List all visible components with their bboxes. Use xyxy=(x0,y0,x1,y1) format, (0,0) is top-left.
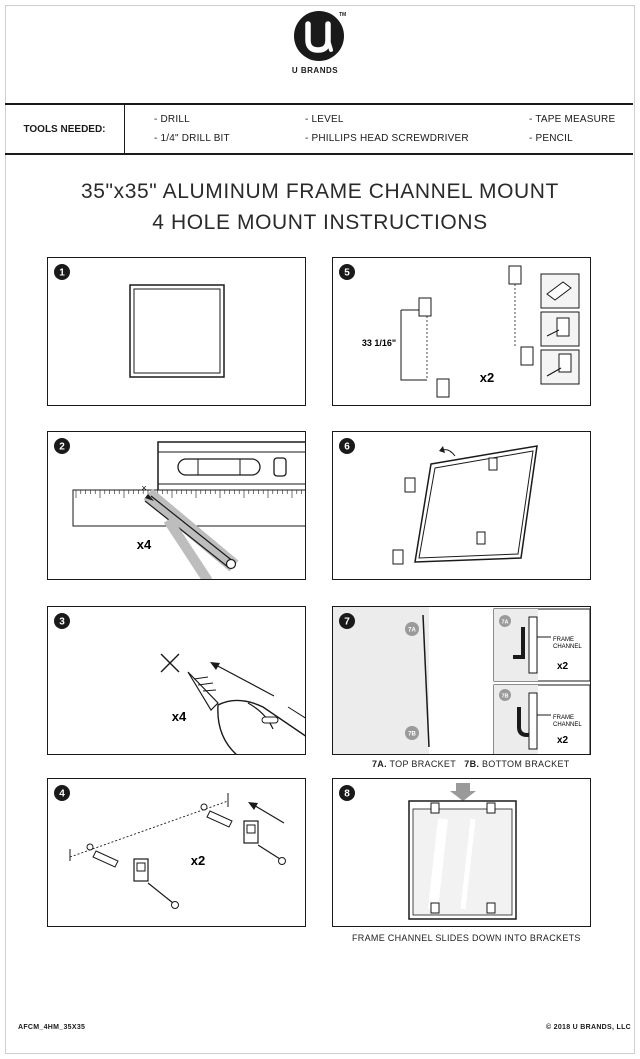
svg-text:7B: 7B xyxy=(501,694,508,700)
tool-screwdriver: - PHILLIPS HEAD SCREWDRIVER xyxy=(305,133,469,144)
step-6-panel: 6 xyxy=(332,431,591,580)
step-7-caption: 7A. TOP BRACKET 7B. BOTTOM BRACKET xyxy=(372,759,570,769)
caption-7b-code: 7B. xyxy=(464,759,480,769)
trademark: TM xyxy=(339,12,347,18)
step-7-channel-b-line2: CHANNEL xyxy=(553,722,582,728)
title-line-1: 35"x35" ALUMINUM FRAME CHANNEL MOUNT xyxy=(81,180,559,203)
step-5-measurement: 33 1/16" xyxy=(362,338,396,348)
down-arrow-icon xyxy=(450,783,476,801)
svg-text:7A: 7A xyxy=(501,620,508,626)
step-8-panel: 8 xyxy=(332,778,591,927)
step-7-badge-a: 7A xyxy=(408,628,416,634)
step-7-channel-a-line2: CHANNEL xyxy=(553,644,582,650)
right-anchor-group xyxy=(200,803,286,865)
step-1-panel: 1 xyxy=(47,257,306,406)
caption-7b-text: BOTTOM BRACKET xyxy=(482,759,570,769)
caption-7a-code: 7A. xyxy=(372,759,387,769)
step-3-count: x4 xyxy=(172,709,187,724)
tool-tape-measure: - TAPE MEASURE xyxy=(529,114,616,125)
document-code: AFCM_4HM_35X35 xyxy=(18,1024,86,1031)
ruler-ticks xyxy=(75,490,302,498)
step-6-number: 6 xyxy=(344,442,350,453)
step-7-badge-b: 7B xyxy=(408,732,416,738)
svg-text:×: × xyxy=(141,483,146,493)
measure-and-brackets-illustration: 5 33 1/16" x2 xyxy=(339,264,580,398)
tools-needed-bar: TOOLS NEEDED: - DRILL - 1/4" DRILL BIT -… xyxy=(5,103,633,155)
drill-illustration: 3 x4 xyxy=(54,613,305,754)
brand-name: U BRANDS xyxy=(291,66,339,75)
step-7-channel-b-line1: FRAME xyxy=(553,715,574,721)
step-5-panel: 5 33 1/16" x2 xyxy=(332,257,591,406)
step-5-number: 5 xyxy=(344,268,350,279)
step-2-panel: 2 × x4 xyxy=(47,431,306,580)
framed-art-illustration: 1 xyxy=(54,264,225,378)
step-7-number: 7 xyxy=(344,617,350,628)
step-7-count-a: x2 xyxy=(557,661,569,672)
step-4-number: 4 xyxy=(59,789,65,800)
step-7-channel-a-line1: FRAME xyxy=(553,637,574,643)
instruction-sheet xyxy=(5,5,635,1054)
step-4-count: x2 xyxy=(191,853,205,868)
frame-slides-down-illustration: 8 xyxy=(339,783,517,920)
step-7-panel: 7 7A 7B 7A 7B FRAME CHANNEL FRAME CHANNE… xyxy=(332,606,591,755)
step-3-number: 3 xyxy=(59,617,65,628)
tool-drill: - DRILL xyxy=(154,114,190,125)
step-8-number: 8 xyxy=(344,789,350,800)
step-2-number: 2 xyxy=(59,442,65,453)
hang-frame-illustration: 6 xyxy=(339,438,538,565)
step-7-count-b: x2 xyxy=(557,735,569,746)
step-4-panel: 4 x2 xyxy=(47,778,306,927)
tool-level: - LEVEL xyxy=(305,114,344,125)
step-5-count: x2 xyxy=(480,370,494,385)
anchors-and-screws-illustration: 4 x2 xyxy=(54,785,286,909)
step-8-caption: FRAME CHANNEL SLIDES DOWN INTO BRACKETS xyxy=(352,933,581,943)
level-and-pencil-illustration: 2 × x4 xyxy=(54,438,305,579)
left-anchor-group xyxy=(86,843,179,909)
step-1-number: 1 xyxy=(59,268,65,279)
caption-7a-text: TOP BRACKET xyxy=(389,759,456,769)
tools-needed-label: TOOLS NEEDED: xyxy=(5,105,125,153)
title-line-2: 4 HOLE MOUNT INSTRUCTIONS xyxy=(152,211,488,234)
step-2-count: x4 xyxy=(137,537,152,552)
step-3-panel: 3 x4 xyxy=(47,606,306,755)
tool-drill-bit: - 1/4" DRILL BIT xyxy=(154,133,230,144)
copyright: © 2018 U BRANDS, LLC xyxy=(545,1024,631,1031)
tool-pencil: - PENCIL xyxy=(529,133,573,144)
u-brands-logo-icon xyxy=(294,11,344,61)
frame-channel-brackets-illustration: 7 7A 7B 7A 7B FRAME CHANNEL FRAME CHANNE… xyxy=(333,607,590,754)
